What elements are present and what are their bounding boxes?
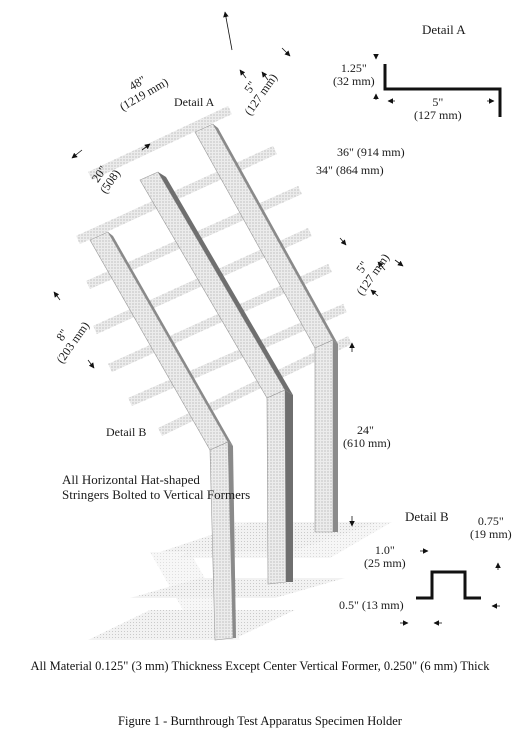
detail-b-height-in: 1.0"	[374, 543, 395, 557]
vertical-former-center	[139, 171, 293, 585]
detail-b-height-mm: (25 mm)	[364, 556, 406, 570]
figure-caption: Figure 1 - Burnthrough Test Apparatus Sp…	[118, 714, 402, 728]
vertical-height-mm: (610 mm)	[343, 436, 391, 450]
detail-b-top-label: 0.75" (19 mm)	[470, 515, 512, 541]
detail-a-title: Detail A	[422, 22, 466, 37]
detail-b-top-mm: (19 mm)	[470, 527, 512, 541]
length-34-label: 34" (864 mm)	[316, 163, 384, 177]
stringer-note: All Horizontal Hat-shaped Stringers Bolt…	[62, 472, 250, 502]
length-36-label: 36" (914 mm)	[337, 145, 405, 159]
detail-b-flange-label: 0.5" (13 mm)	[339, 598, 404, 612]
vertical-height-label: 24" (610 mm)	[343, 424, 391, 450]
detail-b-profile	[400, 548, 501, 626]
vertical-former-right	[194, 123, 338, 533]
base-plates	[88, 522, 392, 640]
detail-b-height-label: 1.0" (25 mm)	[364, 544, 406, 570]
vertical-height-in: 24"	[357, 423, 374, 437]
stringer-note-line1: All Horizontal Hat-shaped	[62, 472, 200, 487]
detail-a-height-label: 1.25" (32 mm)	[333, 62, 375, 88]
detail-a-width-label: 5" (127 mm)	[414, 96, 462, 122]
detail-a-profile	[373, 53, 502, 117]
detail-b-ref-label: Detail B	[106, 425, 147, 439]
detail-b-top-in: 0.75"	[477, 514, 504, 528]
vertical-former-left	[89, 231, 236, 641]
detail-a-width-mm: (127 mm)	[414, 108, 462, 122]
material-note: All Material 0.125" (3 mm) Thickness Exc…	[30, 659, 490, 673]
detail-a-height-in: 1.25"	[340, 61, 367, 75]
detail-a-height-mm: (32 mm)	[333, 74, 375, 88]
detail-a-width-in: 5"	[432, 95, 444, 109]
stringer-note-line2: Stringers Bolted to Vertical Formers	[62, 487, 251, 502]
detail-b-title: Detail B	[405, 509, 449, 524]
dimension-arrows	[53, 11, 404, 527]
detail-a-ref-label: Detail A	[174, 95, 215, 109]
